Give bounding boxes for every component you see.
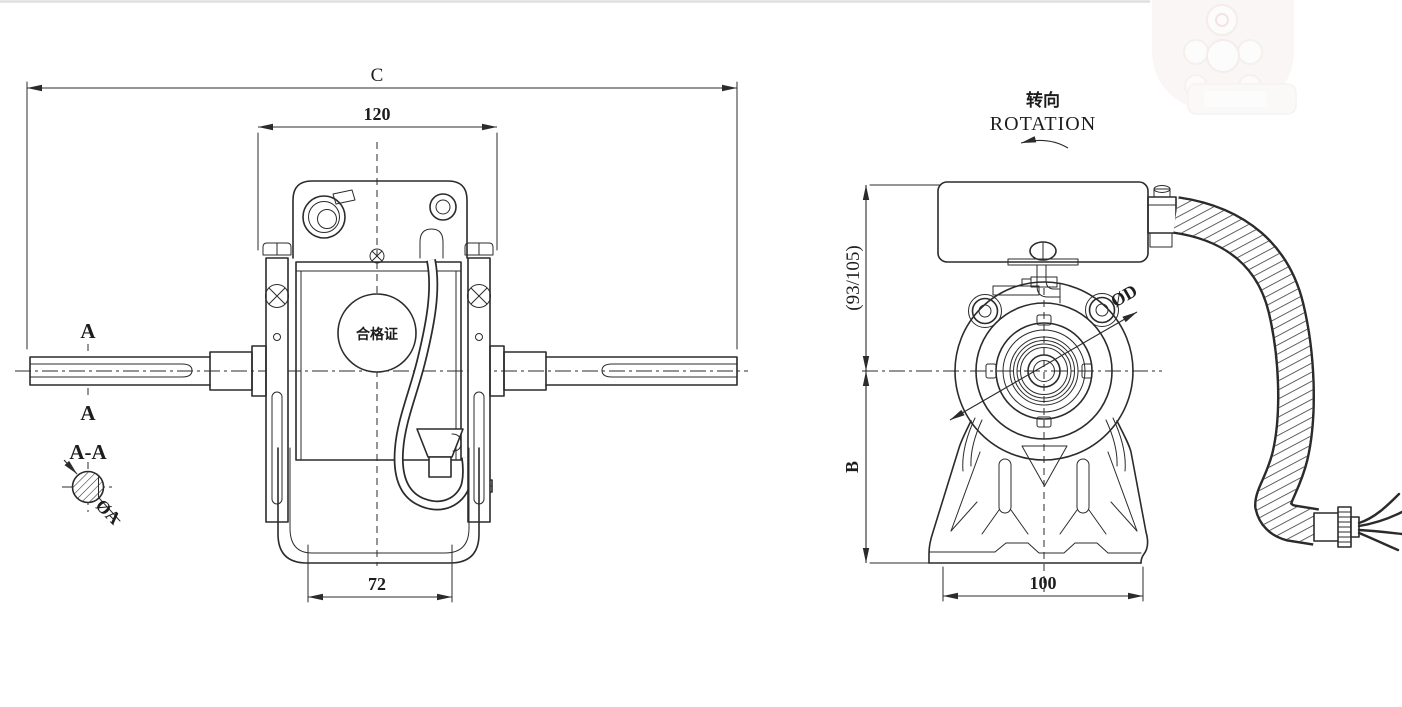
base-profile-edge xyxy=(928,542,1142,554)
rotation-label-zh: 转向 xyxy=(1026,90,1060,111)
shaft-cross-section: ØA xyxy=(62,459,125,528)
wire-clip xyxy=(451,433,462,452)
rotation-note: 转向 ROTATION xyxy=(990,90,1096,149)
rotation-arrow xyxy=(1020,136,1069,149)
motor-end-face: ØD xyxy=(949,280,1141,461)
box-clamp-screw xyxy=(1007,241,1079,304)
cable-gland xyxy=(1147,185,1177,248)
connector-ribbed-ring xyxy=(1337,506,1352,548)
dimension-height-lower: B xyxy=(842,371,870,563)
cable-grommet xyxy=(302,189,356,239)
certificate-text: 合格证 xyxy=(356,326,398,343)
dim-label-base-width: 100 xyxy=(1030,573,1057,593)
dim-label-overall-length: C xyxy=(371,65,384,86)
junction-box-front xyxy=(292,180,468,264)
certificate-label: 合格证 xyxy=(337,293,417,373)
braided-cable xyxy=(1172,196,1320,546)
mount-bracket-left xyxy=(262,242,292,523)
shaft-right xyxy=(489,345,738,397)
section-a-a: A A A-A ØA xyxy=(62,319,125,528)
shaft-flat-left xyxy=(29,363,193,378)
side-gussets xyxy=(962,417,1126,472)
mounting-hole xyxy=(429,193,457,221)
dim-label-height-upper: (93/105) xyxy=(843,245,864,310)
lead-wires xyxy=(1357,492,1402,552)
dim-label-height-lower: B xyxy=(842,461,862,473)
cable-end-connector xyxy=(1313,492,1402,552)
bottom-strap xyxy=(277,447,480,564)
leg-inner-edges xyxy=(950,451,1138,532)
rotation-label-en: ROTATION xyxy=(990,113,1096,135)
dim-label-boss-diameter: ØD xyxy=(1107,280,1140,311)
junction-box-side xyxy=(937,181,1177,304)
dimension-body-width: 120 xyxy=(257,104,498,251)
through-bolt-left xyxy=(968,294,1002,328)
section-title: A-A xyxy=(69,440,107,464)
shaft-flat-right xyxy=(601,363,738,378)
stator-body-front xyxy=(295,261,462,461)
section-mark-bottom: A xyxy=(80,401,96,425)
dimension-foot-width: 72 xyxy=(307,544,453,603)
connector-plug-front xyxy=(416,428,464,478)
phillips-screw-left xyxy=(265,284,289,308)
dimension-height-upper: (93/105) xyxy=(843,184,941,564)
cover-screw xyxy=(369,248,385,264)
bracket-hole-right xyxy=(475,333,483,341)
front-view: C 120 xyxy=(15,65,748,603)
phillips-screw-right xyxy=(467,284,491,308)
bracket-top-screw-left xyxy=(262,242,292,256)
cable-strain-loop xyxy=(419,228,444,259)
bracket-slot-left xyxy=(271,391,283,505)
bracket-hole-left xyxy=(273,333,281,341)
watermark-product-photo xyxy=(1152,0,1297,115)
triangle-cutout xyxy=(1021,445,1068,487)
shaft-left xyxy=(29,345,267,397)
keyhole-slot-right xyxy=(1059,458,1107,535)
lead-wire-front xyxy=(393,259,473,511)
dimension-base-width: 100 xyxy=(942,566,1144,602)
dimension-overall-length: C xyxy=(26,65,738,350)
bracket-top-screw-right xyxy=(464,242,494,256)
dim-label-foot-width: 72 xyxy=(368,574,386,594)
leg-ribs xyxy=(950,501,1138,532)
side-view: 转向 ROTATION xyxy=(842,90,1402,602)
section-mark-top: A xyxy=(80,319,96,343)
pedestal-bracket xyxy=(928,417,1149,564)
hub-face-left xyxy=(251,345,267,397)
keyhole-slot-left xyxy=(981,458,1029,535)
shaft-step-right xyxy=(503,351,547,391)
dim-label-body-width: 120 xyxy=(364,104,391,124)
